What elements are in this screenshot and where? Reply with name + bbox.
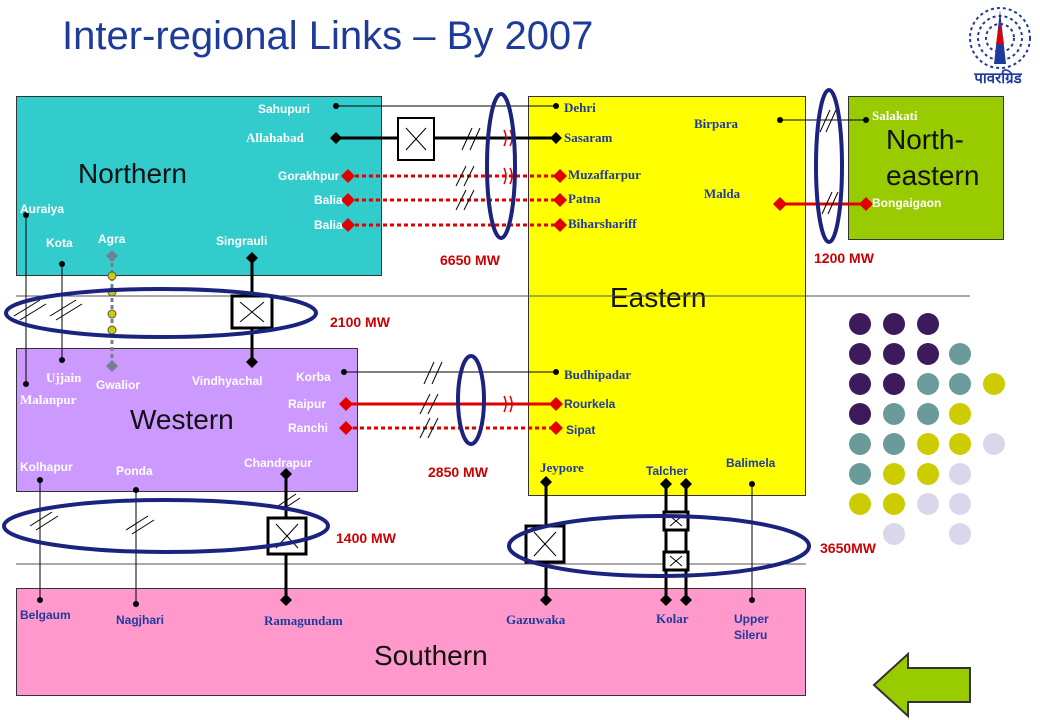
node-singrauli: Singrauli [216, 234, 268, 248]
ellipse-wr-er [456, 354, 486, 446]
node-patna: Patna [568, 191, 601, 206]
node-malanpur: Malanpur [20, 392, 77, 407]
back-arrow-icon[interactable] [872, 652, 972, 718]
node-gorakhpur: Gorakhpur [278, 169, 340, 183]
ellipse-ner-er [485, 92, 517, 240]
node-balia-2: Balia [314, 218, 343, 232]
node-auraiya: Auraiya [20, 202, 65, 216]
ellipse-er-ner [814, 88, 844, 244]
ellipse-nr-wr [4, 287, 318, 339]
capacity-wr-sr: 1400 MW [336, 530, 396, 546]
node-korba: Korba [296, 370, 331, 384]
western-label: Western [130, 404, 234, 435]
node-sasaram: Sasaram [564, 130, 613, 145]
node-gazuwaka: Gazuwaka [506, 612, 566, 627]
region-southern [16, 588, 806, 696]
node-chandrapur: Chandrapur [244, 456, 313, 470]
northeastern-label-line1: North- [886, 124, 964, 155]
region-northern [16, 96, 382, 276]
node-agra: Agra [98, 232, 126, 246]
node-biharshariff: Biharshariff [568, 216, 637, 231]
northern-label: Northern [78, 158, 187, 189]
page-title: Inter-regional Links – By 2007 [62, 14, 594, 58]
node-kolar: Kolar [656, 611, 689, 626]
node-sahupuri: Sahupuri [258, 102, 311, 116]
northeastern-label-line2: eastern [886, 160, 980, 191]
capacity-wr-er: 2850 MW [428, 464, 488, 480]
node-ujjain: Ujjain [46, 370, 82, 385]
node-dehri: Dehri [564, 100, 596, 115]
node-kota: Kota [46, 236, 73, 250]
ellipse-wr-sr [2, 498, 330, 554]
node-ponda: Ponda [116, 464, 153, 478]
node-rourkela: Rourkela [564, 397, 616, 411]
power-tower-icon [969, 7, 1031, 69]
node-jeypore: Jeypore [540, 460, 584, 475]
node-upper-sileru-line2: Sileru [734, 628, 768, 642]
node-belgaum: Belgaum [20, 608, 71, 622]
node-salakati: Salakati [872, 108, 918, 123]
node-sipat: Sipat [566, 423, 596, 437]
node-malda: Malda [704, 186, 741, 201]
node-birpara: Birpara [694, 116, 739, 131]
capacity-nr-er: 6650 MW [440, 252, 500, 268]
node-balia-1: Balia [314, 193, 343, 207]
node-ranchi: Ranchi [288, 421, 329, 435]
node-talcher: Talcher [646, 464, 688, 478]
capacity-er-ner: 1200 MW [814, 250, 874, 266]
node-muzaffarpur: Muzaffarpur [568, 167, 641, 182]
southern-label: Southern [374, 640, 488, 671]
region-northeastern [848, 96, 1004, 240]
node-vindhyachal: Vindhyachal [192, 374, 263, 388]
node-nagjhari: Nagjhari [116, 613, 165, 627]
node-kolhapur: Kolhapur [20, 460, 73, 474]
region-western [16, 348, 358, 492]
capacity-nr-wr: 2100 MW [330, 314, 390, 330]
eastern-label: Eastern [610, 282, 707, 313]
node-raipur: Raipur [288, 397, 327, 411]
node-gwalior: Gwalior [96, 378, 141, 392]
node-allahabad: Allahabad [246, 130, 304, 145]
ellipse-er-sr [507, 514, 811, 578]
node-balimela: Balimela [726, 456, 776, 470]
decorative-dot-grid [849, 313, 1005, 545]
node-upper-sileru-line1: Upper [734, 612, 769, 626]
node-ramagundam: Ramagundam [264, 613, 343, 628]
node-budhipadar: Budhipadar [564, 367, 632, 382]
node-bongaigaon: Bongaigaon [872, 196, 942, 210]
capacity-er-sr: 3650MW [820, 540, 877, 556]
logo-text: पावरग्रिड [974, 69, 1022, 87]
